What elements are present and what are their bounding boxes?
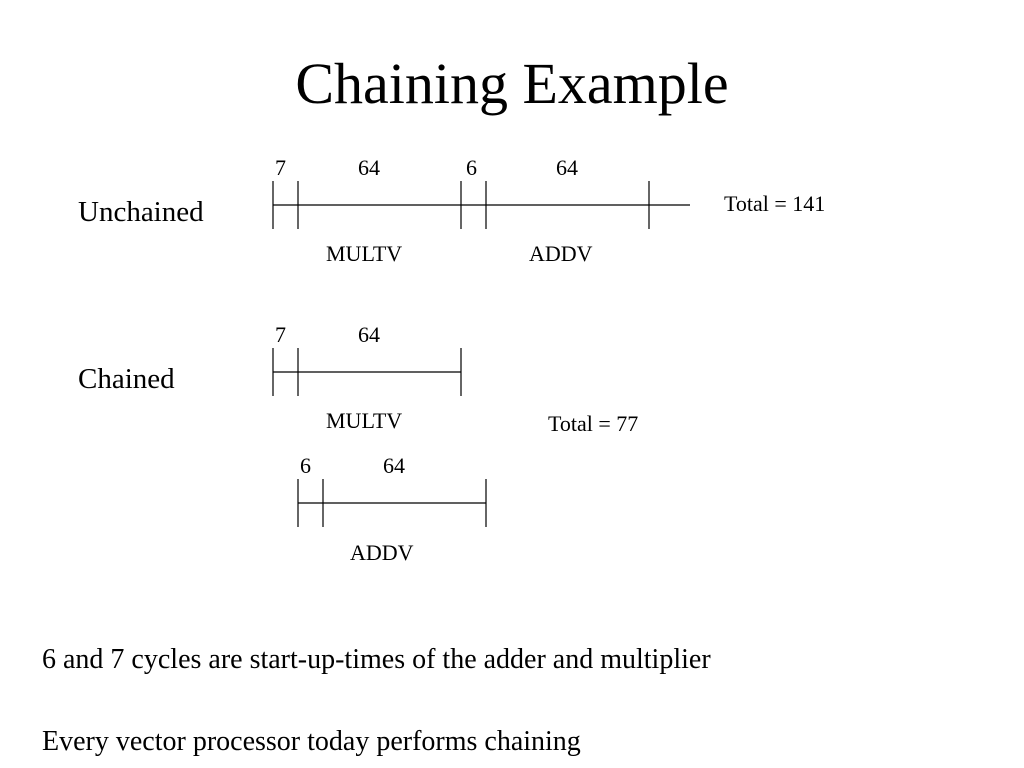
- unchained-op-addv: ADDV: [529, 241, 593, 266]
- chained-op-multv: MULTV: [326, 408, 403, 433]
- chained-multv-length: 64: [358, 322, 380, 347]
- slide-title: Chaining Example: [295, 51, 729, 116]
- unchained-seg-addv-length: 64: [556, 155, 578, 180]
- unchained-seg-multv-startup: 7: [275, 155, 286, 180]
- unchained-seg-addv-startup: 6: [466, 155, 477, 180]
- note-chaining: Every vector processor today performs ch…: [42, 726, 581, 757]
- chained-addv-timeline: [297, 479, 487, 527]
- chained-addv-length: 64: [383, 453, 405, 478]
- chained-total: Total = 77: [548, 411, 639, 436]
- chained-addv-startup: 6: [300, 453, 311, 478]
- unchained-seg-multv-length: 64: [358, 155, 380, 180]
- chained-multv-startup: 7: [275, 322, 286, 347]
- chained-multv-timeline: [272, 348, 462, 396]
- unchained-label: Unchained: [78, 196, 204, 228]
- chained-label: Chained: [78, 363, 175, 395]
- unchained-total: Total = 141: [724, 191, 826, 216]
- chained-op-addv: ADDV: [350, 540, 414, 565]
- note-startup-times: 6 and 7 cycles are start-up-times of the…: [42, 644, 711, 675]
- unchained-timeline: [272, 181, 690, 229]
- unchained-op-multv: MULTV: [326, 241, 403, 266]
